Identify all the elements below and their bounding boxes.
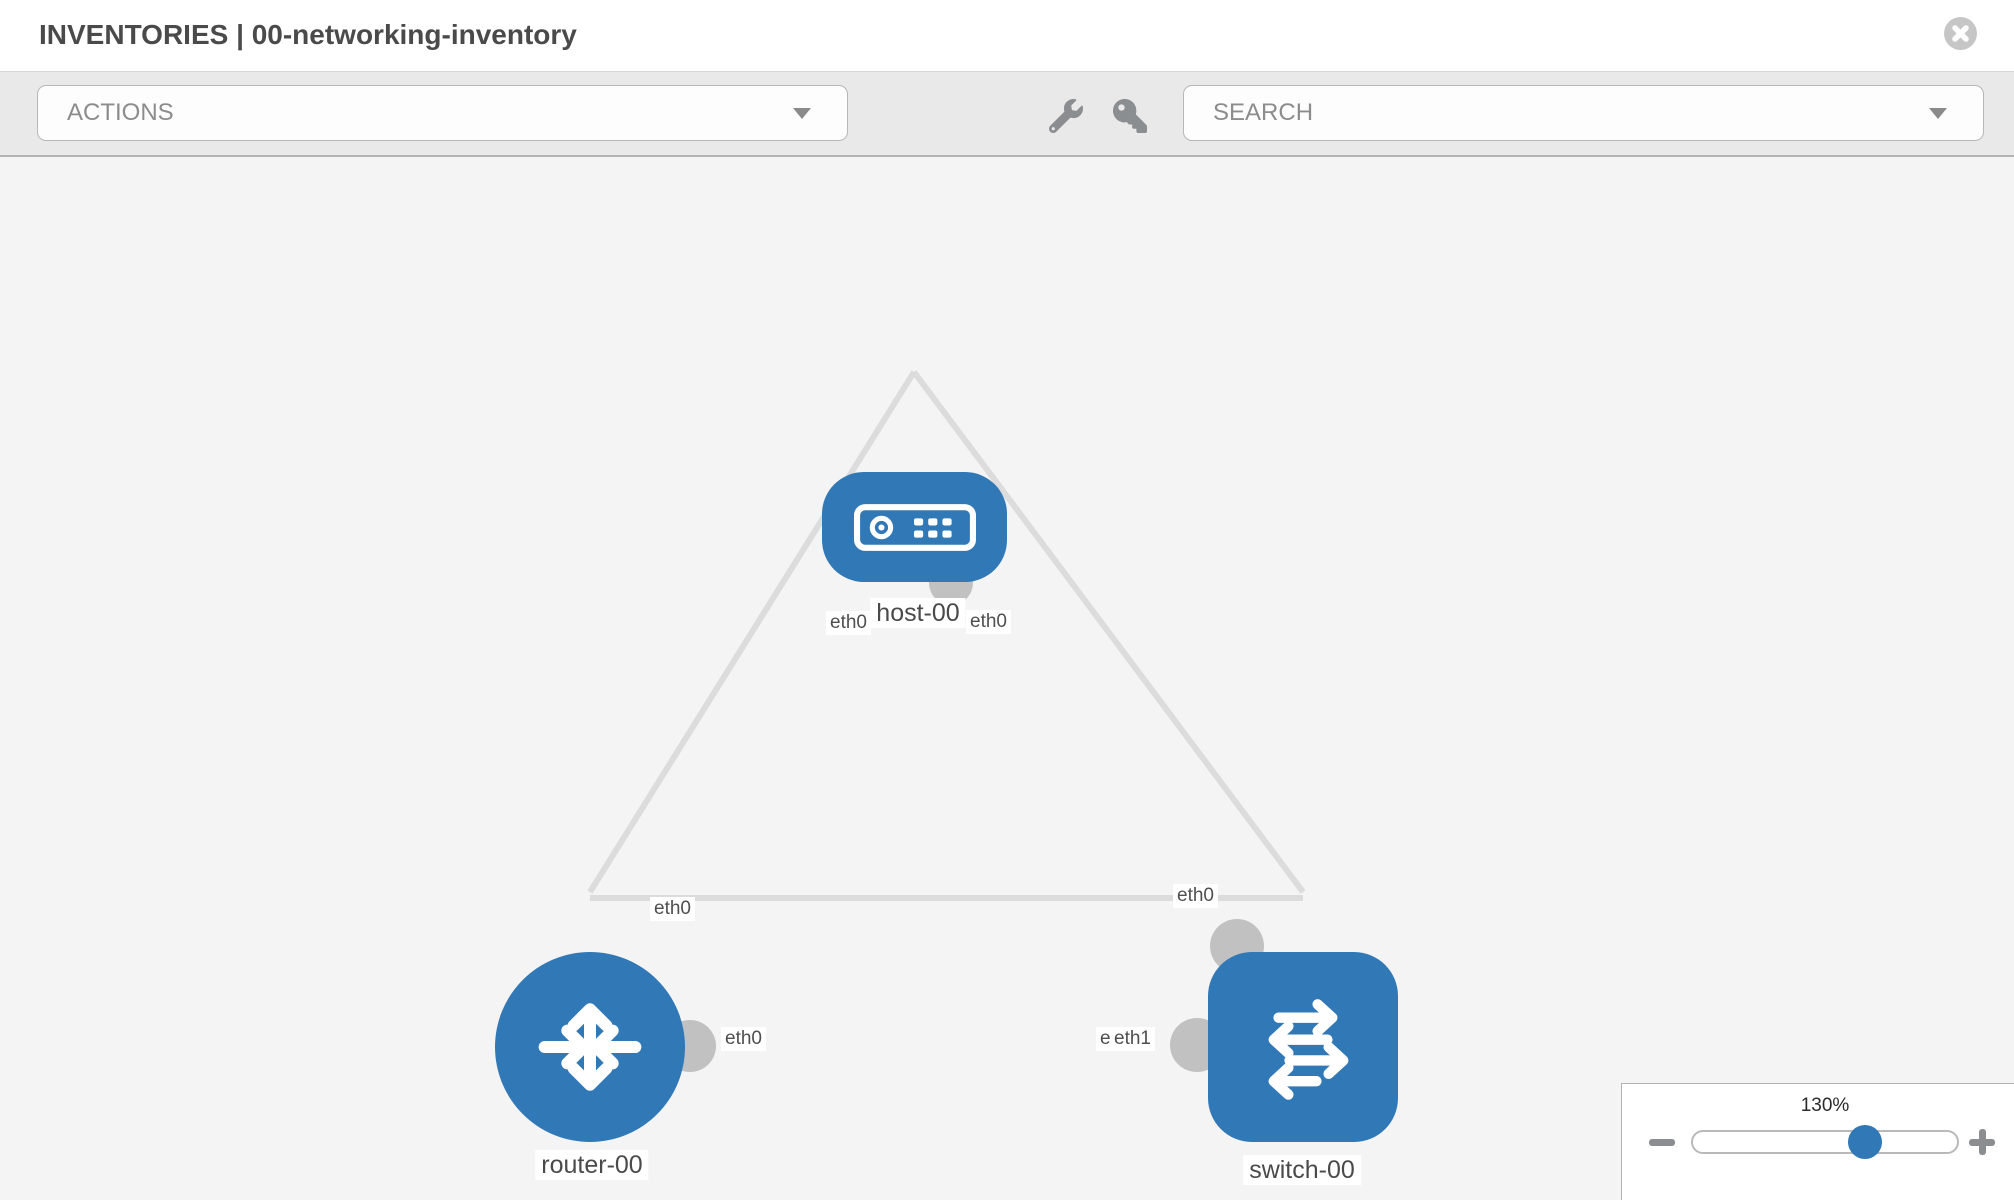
chevron-down-icon [1929, 108, 1947, 119]
zoom-slider-track[interactable] [1691, 1125, 1959, 1159]
plus-icon-v [1978, 1129, 1986, 1155]
iface-label-host-right: eth0 [966, 610, 1011, 634]
zoom-out-button[interactable] [1648, 1128, 1676, 1156]
page-title: INVENTORIES | 00-networking-inventory [39, 19, 577, 50]
router-icon [538, 1003, 642, 1091]
header: INVENTORIES | 00-networking-inventory [0, 0, 2014, 72]
host-icon [853, 503, 976, 551]
actions-dropdown-label: ACTIONS [67, 99, 174, 126]
zoom-panel: 130% [1621, 1083, 2014, 1200]
node-label-host: host-00 [870, 598, 966, 628]
topology-canvas[interactable]: host-00 router-00 switch-00 eth0 eth0 et… [0, 155, 2014, 1200]
minus-icon [1649, 1139, 1675, 1146]
iface-label-host-router-link: eth0 [650, 897, 695, 921]
iface-label-switch-eth1: eth1 [1110, 1027, 1155, 1051]
node-router-00[interactable] [495, 952, 685, 1142]
search-dropdown-label: SEARCH [1213, 99, 1314, 126]
node-label-switch: switch-00 [1243, 1155, 1361, 1185]
zoom-slider-thumb[interactable] [1848, 1125, 1882, 1159]
search-dropdown[interactable]: SEARCH [1183, 85, 1984, 141]
zoom-level-value: 130% [1800, 1095, 1850, 1116]
close-button[interactable] [1944, 17, 1977, 50]
iface-label-host-left: eth0 [826, 611, 871, 635]
iface-label-host-switch-link: eth0 [1173, 884, 1218, 908]
wrench-icon [1048, 99, 1083, 134]
iface-label-router-eth0: eth0 [721, 1027, 766, 1051]
actions-dropdown[interactable]: ACTIONS [37, 85, 848, 141]
configure-button[interactable] [1048, 99, 1085, 135]
node-label-router: router-00 [535, 1150, 649, 1180]
zoom-in-button[interactable] [1968, 1128, 1996, 1156]
close-icon [1952, 25, 1969, 42]
credentials-button[interactable] [1113, 99, 1149, 135]
toolbar: ACTIONS SEARCH [0, 72, 2014, 157]
node-host-00[interactable] [822, 472, 1007, 582]
chevron-down-icon [793, 108, 811, 119]
topology-links [587, 370, 1306, 901]
key-icon [1113, 99, 1147, 133]
switch-icon [1268, 999, 1349, 1100]
node-switch-00[interactable] [1208, 952, 1398, 1142]
